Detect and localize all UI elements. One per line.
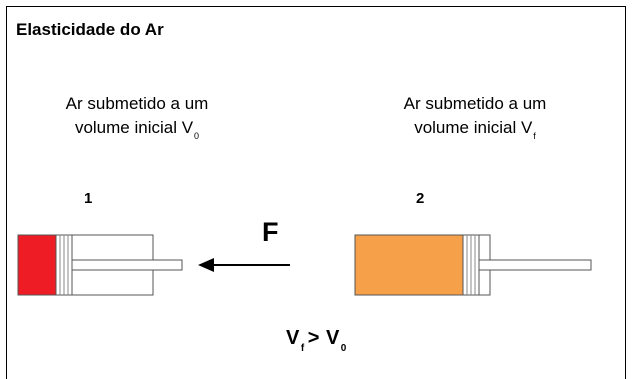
diagram-title: Elasticidade do Ar [16, 20, 164, 39]
cylinder-2-caption: Ar submetido a um volume inicial Vf [360, 92, 590, 148]
relation-left: V [286, 327, 300, 349]
force-arrow [198, 258, 290, 272]
cylinder-1-number: 1 [84, 190, 93, 207]
cylinder-2-rod [478, 259, 592, 271]
cylinder-1-caption-line2: volume inicial V [74, 118, 194, 137]
cylinder-2-number: 2 [416, 190, 425, 207]
cylinder-1-caption-line1: Ar submetido a um [65, 94, 209, 113]
relation-left-subscript: f [300, 343, 305, 354]
cylinder-2-caption-line1: Ar submetido a um [403, 94, 547, 113]
cylinder-1-caption-subscript: 0 [194, 131, 200, 141]
volume-relation: Vf> V0 [286, 327, 350, 354]
cylinder-1 [17, 234, 183, 296]
cylinder-1-air [17, 234, 57, 296]
cylinder-2 [354, 234, 592, 296]
relation-operator: > [307, 327, 320, 349]
relation-right: V [325, 327, 340, 349]
relation-right-subscript: 0 [340, 343, 347, 354]
cylinder-1-rod [71, 259, 183, 271]
cylinder-2-caption-subscript: f [533, 131, 536, 141]
cylinder-2-air [354, 234, 464, 296]
cylinder-1-caption: Ar submetido a um volume inicial V0 [22, 92, 252, 148]
cylinder-2-caption-line2: volume inicial V [414, 118, 533, 137]
diagram-frame [6, 6, 626, 379]
force-label: F [262, 217, 279, 247]
